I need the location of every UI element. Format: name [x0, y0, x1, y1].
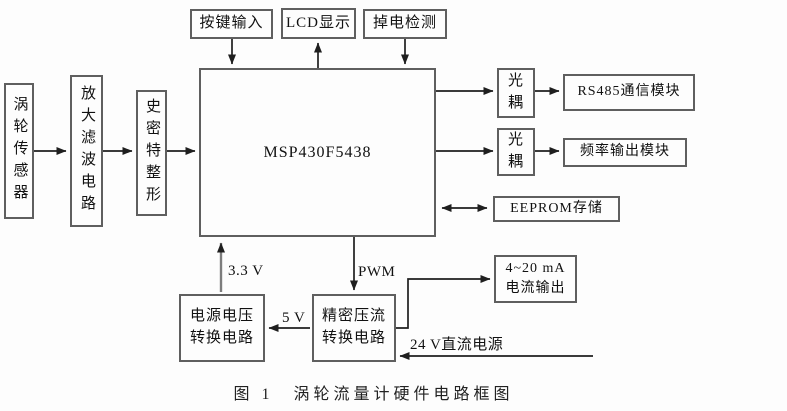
key-input-block: 按键输入 [190, 9, 273, 39]
lcd-display-label: LCD显示 [285, 14, 351, 31]
figure-caption: 图 1 涡轮流量计硬件电路框图 [233, 386, 514, 403]
schmitt-shaper-label: 史密特整形 [144, 98, 160, 208]
freq-output-module-block: 频率输出模块 [563, 138, 687, 167]
wire-precision-to-currentout [396, 275, 491, 329]
label-24v-dc: 24 V直流电源 [410, 337, 504, 353]
current-output-label: 4~20 mA 电流输出 [505, 260, 566, 296]
label-pwm: PWM [358, 264, 396, 280]
freq-output-module-label: 频率输出模块 [580, 144, 670, 160]
precision-vi-converter-block: 精密压流 转换电路 [312, 294, 396, 362]
optocoupler-1-label: 光 耦 [507, 73, 524, 111]
optocoupler-2-label: 光 耦 [507, 132, 524, 170]
optocoupler-1-block: 光 耦 [497, 68, 535, 118]
eeprom-block: EEPROM存储 [493, 196, 620, 222]
eeprom-label: EEPROM存储 [510, 200, 603, 216]
power-down-detect-block: 掉电检测 [363, 9, 447, 39]
key-input-label: 按键输入 [199, 15, 264, 32]
lcd-display-block: LCD显示 [281, 8, 356, 39]
rs485-module-block: RS485通信模块 [563, 74, 695, 111]
optocoupler-2-block: 光 耦 [497, 128, 535, 176]
current-output-block: 4~20 mA 电流输出 [494, 255, 577, 303]
rs485-module-label: RS485通信模块 [577, 84, 681, 100]
precision-vi-converter-label: 精密压流 转换电路 [321, 308, 386, 346]
mcu-block: MSP430F5438 [199, 68, 436, 237]
amp-filter-block: 放大滤波电路 [70, 75, 103, 227]
turbine-sensor-label: 涡轮传感器 [11, 96, 28, 206]
label-5v: 5 V [282, 310, 306, 326]
amp-filter-label: 放大滤波电路 [79, 85, 95, 217]
label-3v3: 3.3 V [228, 263, 264, 279]
power-voltage-converter-block: 电源电压 转换电路 [179, 294, 265, 362]
power-voltage-converter-label: 电源电压 转换电路 [189, 308, 254, 346]
turbine-sensor-block: 涡轮传感器 [4, 83, 34, 219]
schmitt-shaper-block: 史密特整形 [136, 90, 167, 216]
mcu-label: MSP430F5438 [263, 143, 372, 161]
power-down-detect-label: 掉电检测 [372, 15, 437, 32]
